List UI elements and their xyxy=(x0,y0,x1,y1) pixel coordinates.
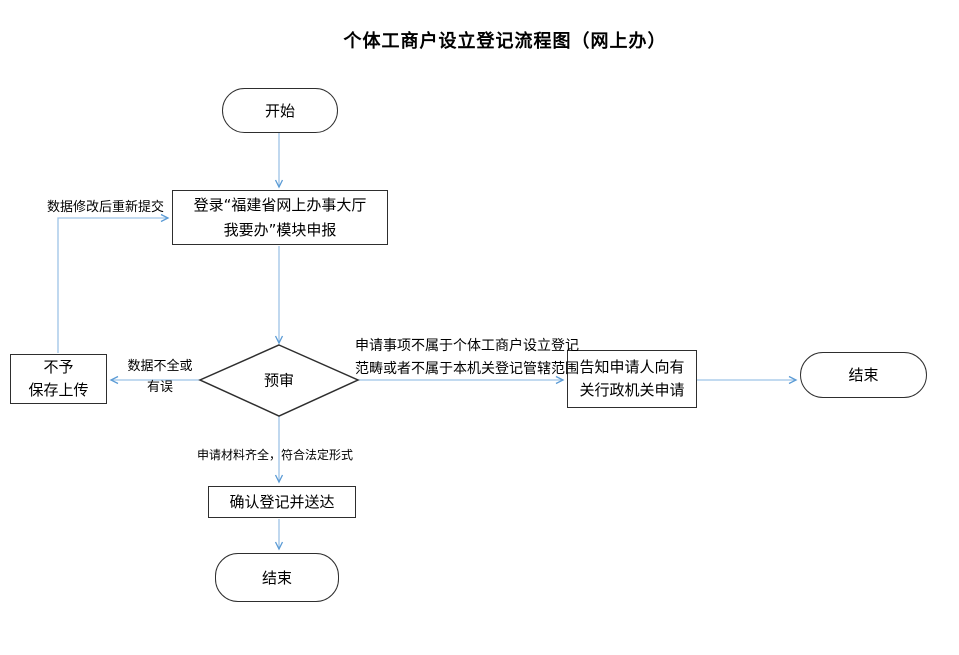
node-confirm-register: 确认登记并送达 xyxy=(208,486,356,518)
edge-label-incomplete: 数据不全或 有误 xyxy=(116,356,204,398)
node-login-line1: 登录“福建省网上办事大厅 xyxy=(193,195,367,214)
node-start-label: 开始 xyxy=(264,101,295,120)
node-notify-line2: 关行政机关申请 xyxy=(579,381,685,399)
node-login-line2: 我要办”模块申报 xyxy=(223,220,337,239)
node-reject-save: 不予 保存上传 xyxy=(10,354,107,404)
node-start: 开始 xyxy=(222,88,338,133)
edge-reject-to-login-loop xyxy=(57,213,170,353)
node-notify-applicant: 告知申请人向有 关行政机关申请 xyxy=(567,350,697,408)
edge-label-not-in-scope-line1: 申请事项不属于个体工商户设立登记 xyxy=(355,338,579,354)
decision-review-label: 预审 xyxy=(263,371,295,390)
node-login-declare: 登录“福建省网上办事大厅 我要办”模块申报 xyxy=(172,190,388,245)
node-end-bottom: 结束 xyxy=(215,553,339,602)
edge-label-not-in-scope: 申请事项不属于个体工商户设立登记 范畴或者不属于本机关登记管辖范围 xyxy=(355,335,579,381)
node-end-right: 结束 xyxy=(800,352,927,398)
node-reject-line1: 不予 xyxy=(43,358,74,376)
node-end-right-label: 结束 xyxy=(848,366,879,384)
node-confirm-label: 确认登记并送达 xyxy=(229,493,335,511)
edge-label-materials-complete: 申请材料齐全，符合法定形式 xyxy=(197,448,354,462)
edge-label-not-in-scope-line2: 范畴或者不属于本机关登记管辖范围 xyxy=(355,361,579,377)
node-reject-line2: 保存上传 xyxy=(28,381,89,399)
edge-label-resubmit: 数据修改后重新提交 xyxy=(47,200,165,215)
node-end-bottom-label: 结束 xyxy=(261,568,292,587)
node-notify-line1: 告知申请人向有 xyxy=(579,358,685,376)
decision-review-shape xyxy=(198,344,360,417)
edge-label-incomplete-line1: 数据不全或 xyxy=(127,359,193,374)
page-title: 个体工商户设立登记流程图（网上办） xyxy=(343,31,667,52)
edge-label-incomplete-line2: 有误 xyxy=(146,380,173,395)
